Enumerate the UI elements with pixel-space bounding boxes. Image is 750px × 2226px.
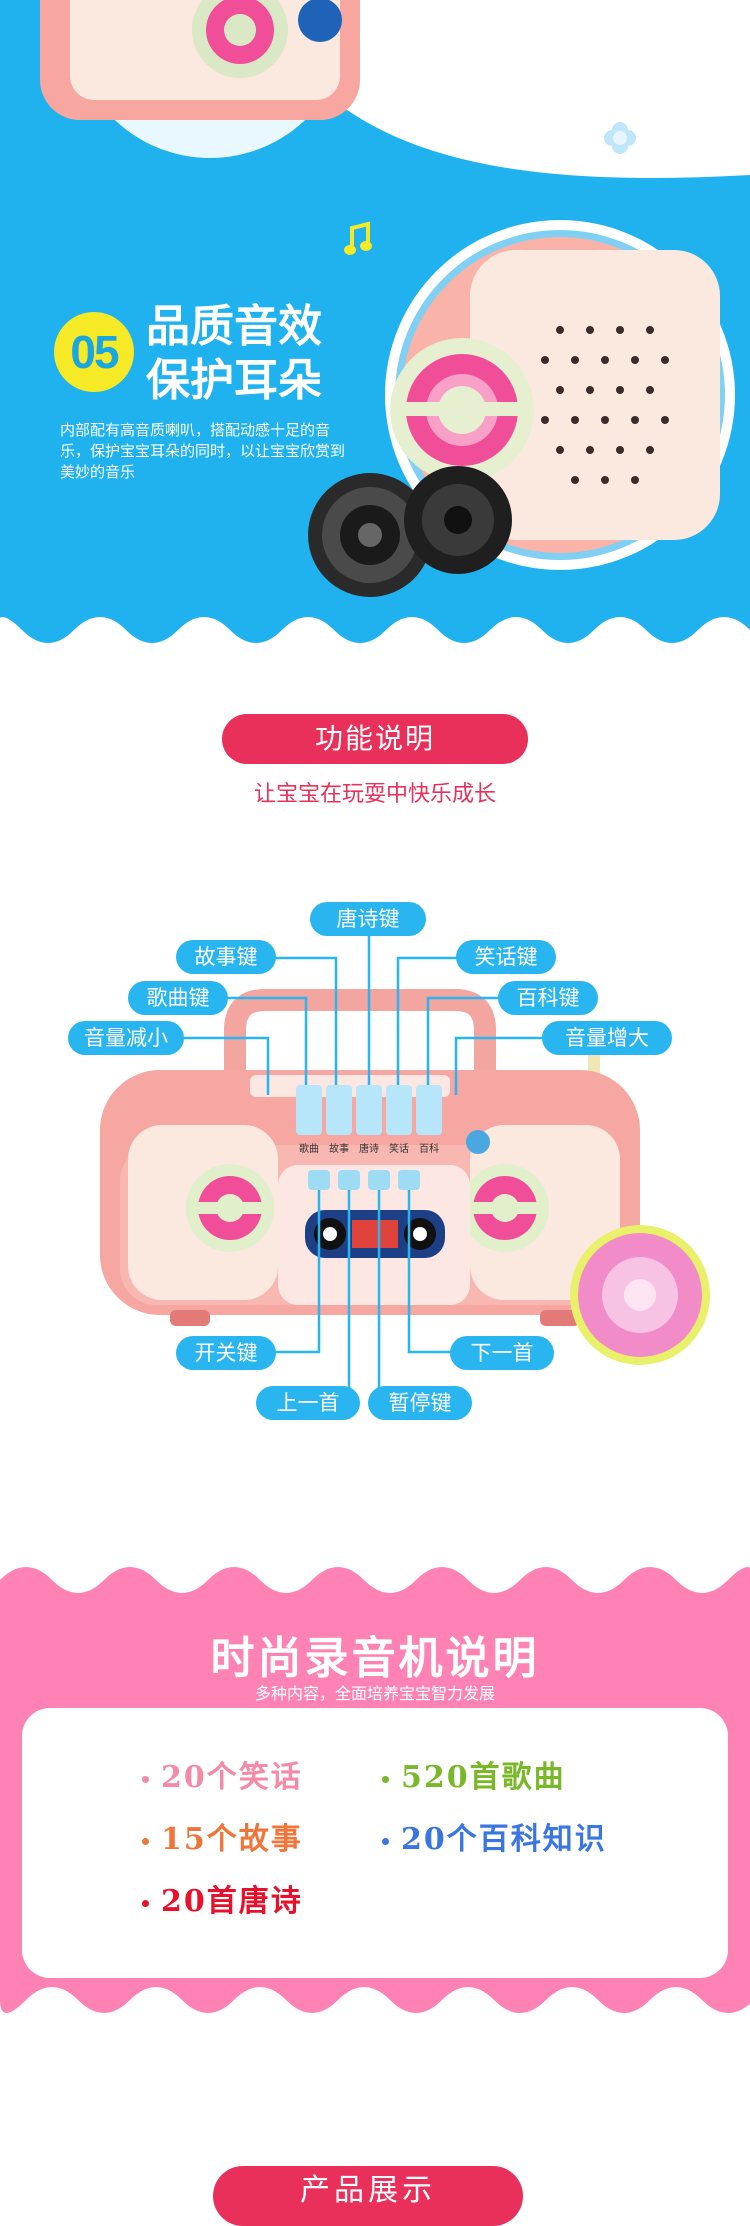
product-display-title: 产品展示 bbox=[213, 2166, 523, 2226]
label-tangshi-key: 唐诗键 bbox=[310, 902, 426, 936]
key-print-1: 歌曲 bbox=[299, 1142, 319, 1155]
pause-button-visual bbox=[368, 1170, 390, 1190]
prev-button-visual bbox=[338, 1170, 360, 1190]
volume-knob bbox=[466, 1130, 490, 1154]
feature-jokes: 20个笑话 bbox=[142, 1752, 303, 1796]
label-gequ-key: 歌曲键 bbox=[128, 981, 228, 1015]
label-xiaohua-key: 笑话键 bbox=[456, 940, 556, 974]
feature-stories-text: 15个故事 bbox=[161, 1822, 303, 1857]
flower-decoration bbox=[604, 122, 636, 154]
features-card bbox=[22, 1708, 728, 1978]
bullet-dot bbox=[142, 1775, 149, 1783]
blue-background bbox=[0, 0, 750, 643]
label-pause-key: 暂停键 bbox=[368, 1386, 472, 1420]
radio-diagram: 歌曲 故事 唐诗 笑话 百科 bbox=[100, 910, 710, 1404]
feature-number-badge: 05 bbox=[54, 312, 134, 392]
feature-poems-text: 20首唐诗 bbox=[161, 1884, 303, 1919]
key-print-4: 笑话 bbox=[389, 1142, 409, 1155]
quality-section: 录音机都经过圆滑处理，宝宝在玩耍时不伤到小手，玩的更开心 05 品质音效 保护耳… bbox=[0, 0, 750, 680]
feature-encyclopedia: 20个百科知识 bbox=[382, 1814, 607, 1858]
bullet-dot bbox=[382, 1775, 389, 1783]
functions-subtitle: 让宝宝在玩耍中快乐成长 bbox=[253, 782, 496, 807]
speaker-units-image bbox=[308, 466, 512, 597]
radio-handle bbox=[224, 989, 496, 1080]
quality-title-line1: 品质音效 bbox=[146, 301, 322, 352]
feature-stories: 15个故事 bbox=[142, 1814, 303, 1858]
left-speaker bbox=[128, 1125, 278, 1300]
radio-corner-image bbox=[40, 0, 360, 158]
bullet-dot bbox=[142, 1837, 149, 1845]
bullet-dot bbox=[382, 1837, 389, 1845]
recorder-subtitle: 多种内容，全面培养宝宝智力发展 bbox=[254, 1684, 495, 1703]
feature-encyclopedia-text: 20个百科知识 bbox=[401, 1822, 607, 1857]
bullet-dot bbox=[142, 1899, 149, 1907]
functions-title: 功能说明 bbox=[222, 714, 528, 764]
label-power-key: 开关键 bbox=[176, 1336, 276, 1370]
label-prev-track: 上一首 bbox=[256, 1386, 360, 1420]
next-button-visual bbox=[398, 1170, 420, 1190]
label-volume-down: 音量减小 bbox=[68, 1021, 184, 1055]
key-print-2: 故事 bbox=[329, 1142, 349, 1155]
safety-description: 录音机都经过圆滑处理，宝宝在玩耍时不伤到小手，玩的更开心 bbox=[430, 0, 719, 39]
label-baike-key: 百科键 bbox=[498, 981, 598, 1015]
power-button-visual bbox=[308, 1170, 330, 1190]
quality-title: 品质音效 保护耳朵 bbox=[146, 300, 322, 408]
content-keys bbox=[296, 1085, 442, 1135]
feature-songs-text: 520首歌曲 bbox=[401, 1760, 566, 1795]
recorder-title: 时尚录音机说明 bbox=[210, 1633, 540, 1684]
feature-poems: 20首唐诗 bbox=[142, 1876, 303, 1920]
label-volume-up: 音量增大 bbox=[542, 1021, 672, 1055]
quality-title-line2: 保护耳朵 bbox=[146, 355, 322, 406]
label-next-track: 下一首 bbox=[450, 1336, 554, 1370]
light-detail-image bbox=[570, 1225, 710, 1365]
feature-jokes-text: 20个笑话 bbox=[161, 1760, 303, 1795]
label-gushi-key: 故事键 bbox=[176, 940, 276, 974]
key-print-3: 唐诗 bbox=[359, 1142, 379, 1155]
key-print-5: 百科 bbox=[419, 1142, 439, 1155]
quality-description: 内部配有高音质喇叭，搭配动感十足的音乐，保护宝宝耳朵的同时，以让宝宝欣赏到美妙的… bbox=[60, 421, 346, 481]
music-note-icon bbox=[344, 221, 372, 255]
feature-songs: 520首歌曲 bbox=[382, 1752, 566, 1796]
